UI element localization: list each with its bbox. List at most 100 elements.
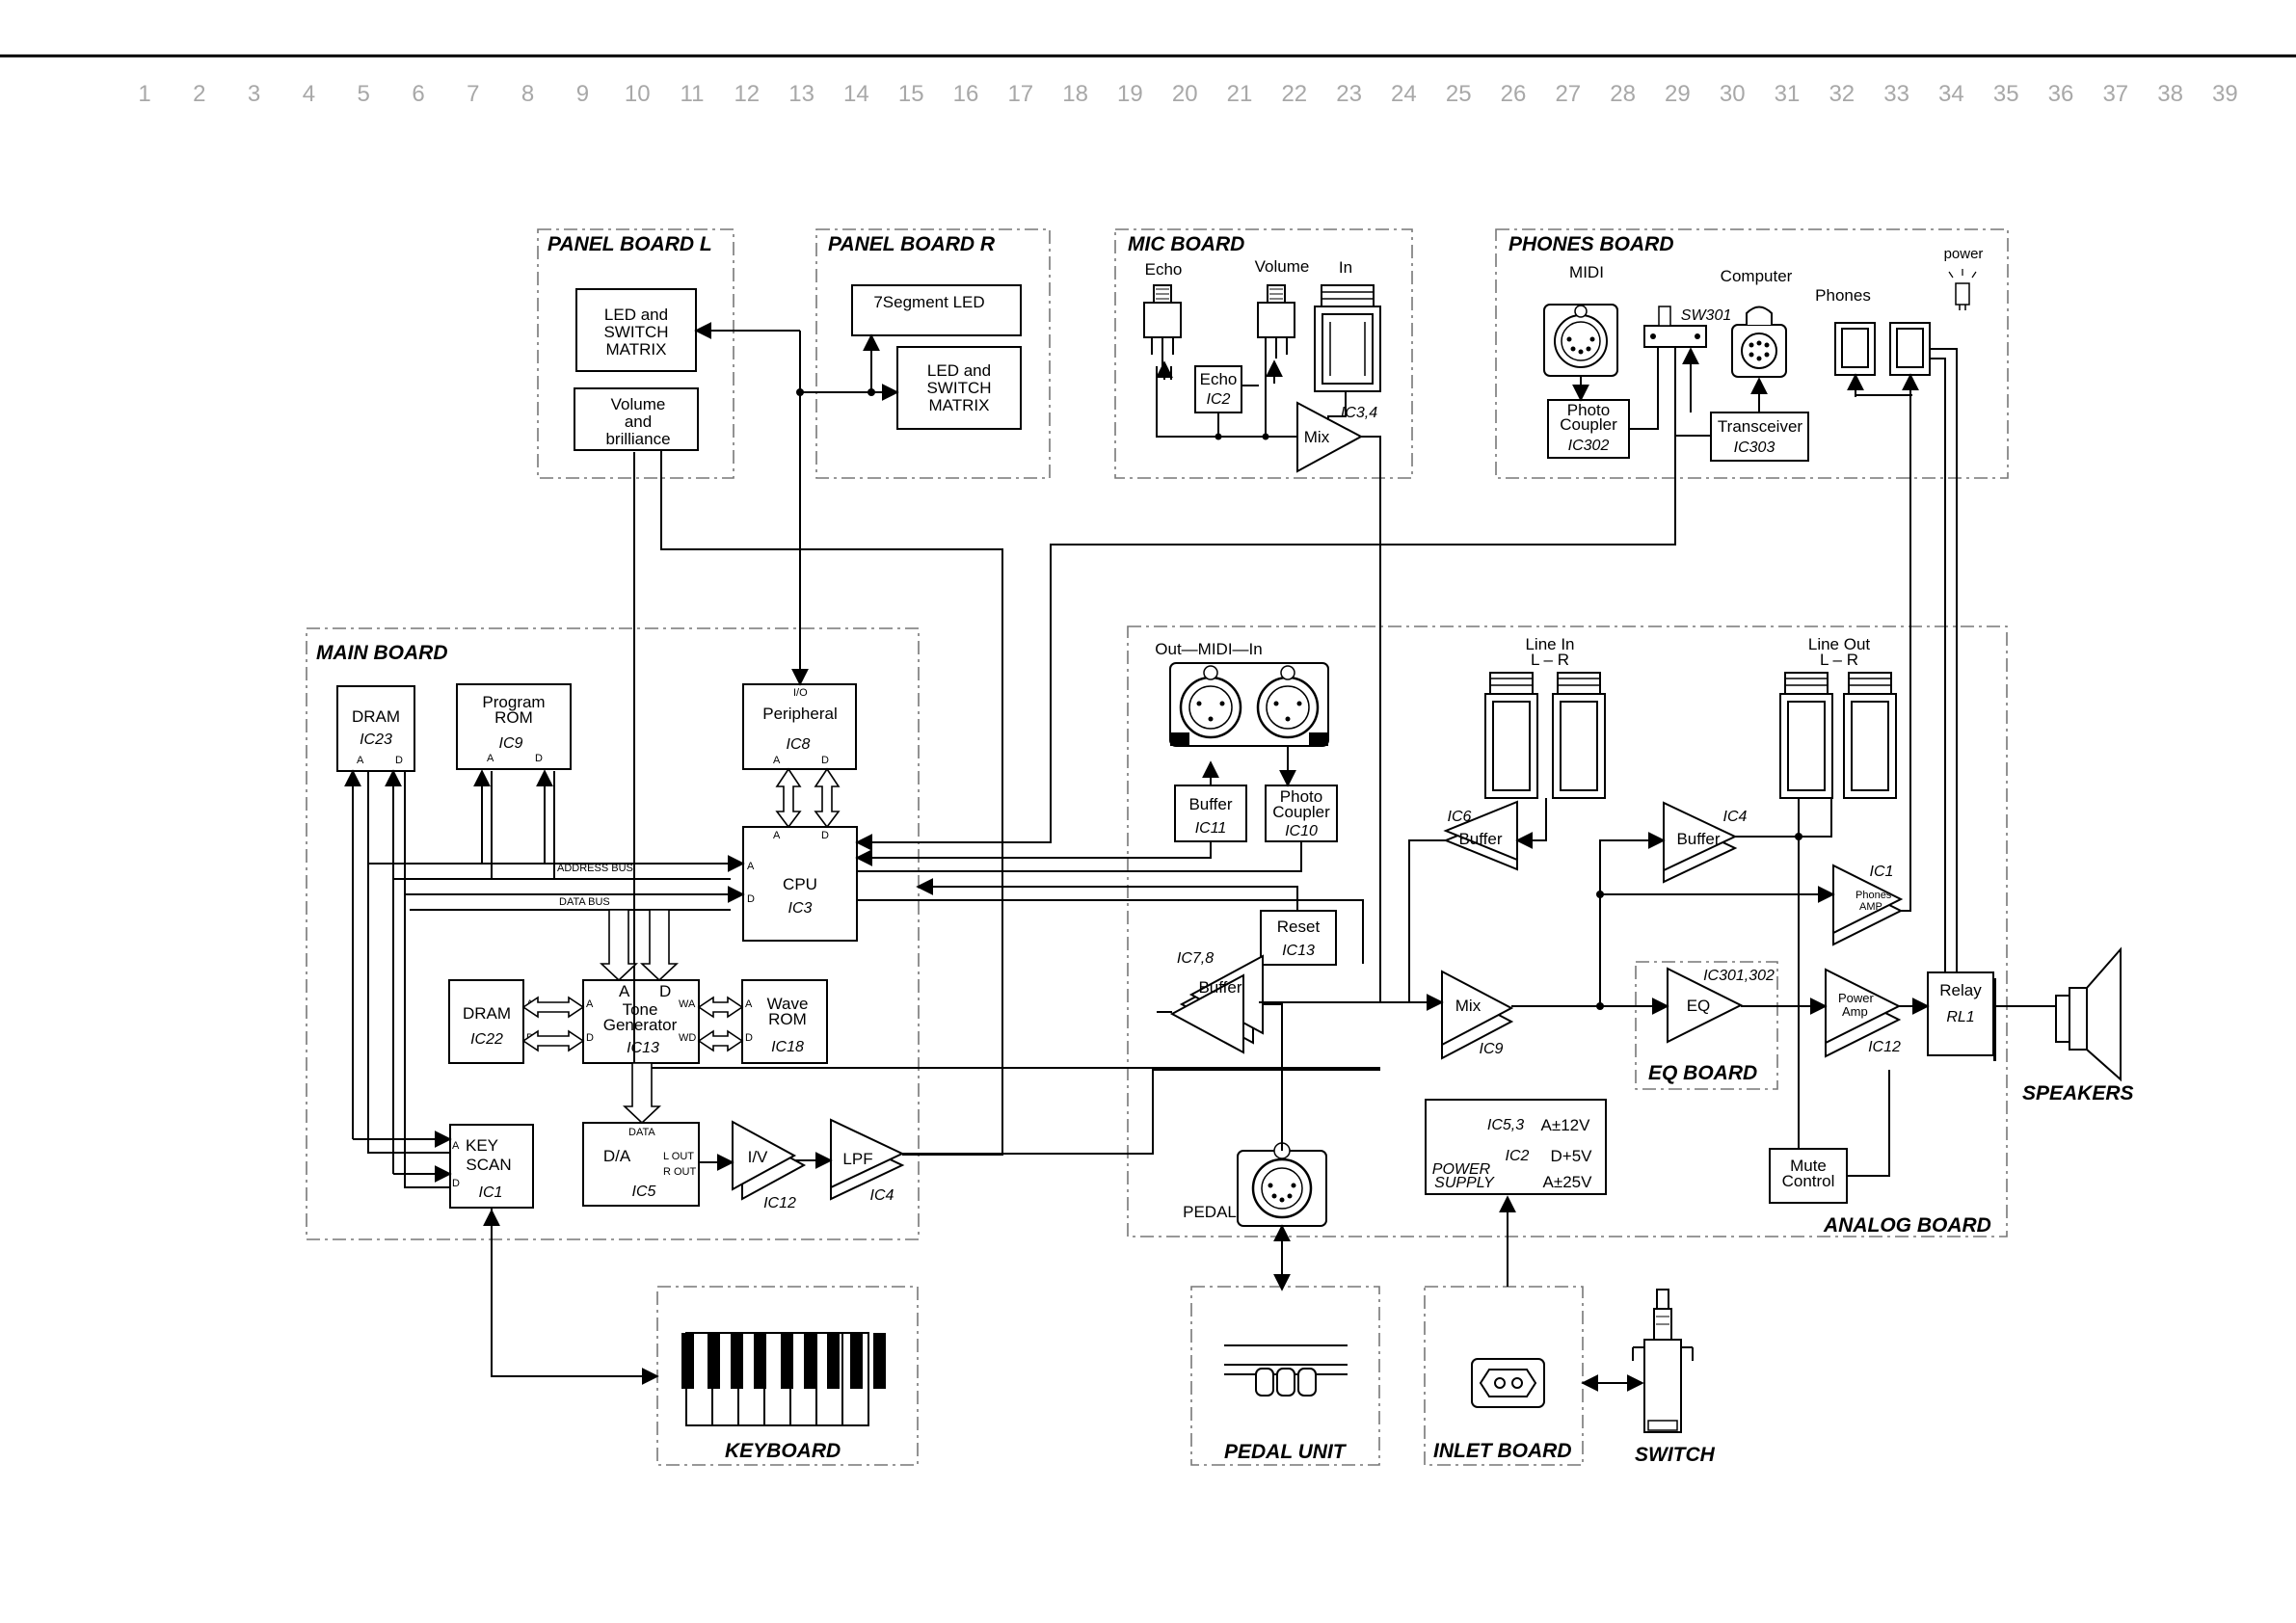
buffer-ic11 (1174, 785, 1247, 842)
column-number: 14 (843, 81, 869, 107)
black-key (754, 1333, 766, 1389)
column-number: 6 (412, 81, 424, 107)
power-label: power (1944, 246, 1984, 262)
key-line2: SCAN (466, 1156, 511, 1174)
midi-out-in-label: Out—MIDI—In (1155, 640, 1262, 658)
buffer78-label: Buffer (1198, 978, 1241, 997)
panel-board-l-outline (537, 228, 734, 479)
black-key (873, 1333, 886, 1389)
wave-ic: IC18 (771, 1039, 804, 1055)
keyboard-keys-icon (681, 1332, 886, 1426)
switch-title: SWITCH (1635, 1444, 1716, 1466)
column-number: 34 (1938, 81, 1964, 107)
black-key (827, 1333, 840, 1389)
keyboard-title: KEYBOARD (725, 1440, 841, 1462)
led-matrix-l-line3: MATRIX (606, 340, 667, 359)
column-number: 38 (2157, 81, 2183, 107)
column-number: 37 (2102, 81, 2128, 107)
phones-label: Phones (1815, 286, 1871, 305)
data-bus-label: DATA BUS (559, 896, 610, 908)
mic-mix-label: Mix (1304, 428, 1330, 446)
buffer78-ic: IC7,8 (1177, 950, 1214, 967)
phones-amp-line1: Phones (1855, 890, 1892, 901)
column-number: 9 (576, 81, 589, 107)
dram2-ic: IC22 (470, 1031, 503, 1048)
computer-port-icon (1731, 306, 1787, 378)
tone-pin-wd: WD (679, 1032, 696, 1044)
phones-amp-ic1 (1832, 864, 1904, 946)
tone-line1: Tone (623, 1000, 658, 1019)
periph-label: Peripheral (762, 705, 838, 723)
da-ic: IC5 (632, 1184, 656, 1200)
wave-line2: ROM (768, 1010, 807, 1028)
column-number: 17 (1007, 81, 1033, 107)
power-amp-line1: Power (1838, 991, 1875, 1005)
eq-board-outline (1635, 961, 1778, 1090)
line-in-label: Line In (1525, 635, 1574, 653)
phones-computer-label: Computer (1721, 267, 1793, 285)
wave-line1: Wave (767, 995, 809, 1013)
column-number: 27 (1555, 81, 1581, 107)
line-out-jacks-icon (1779, 672, 1897, 799)
tone-generator-ic13 (582, 979, 700, 1064)
column-number: 13 (788, 81, 814, 107)
column-number: 25 (1446, 81, 1472, 107)
column-number: 28 (1610, 81, 1636, 107)
eq-label: EQ (1687, 997, 1711, 1015)
ps-v3: A±25V (1543, 1173, 1593, 1191)
column-number: 12 (734, 81, 760, 107)
signal-wires (344, 322, 2056, 1188)
tone-pin-wa: WA (679, 998, 696, 1010)
tone-pin-a: A (619, 982, 630, 1000)
buffer6-label: Buffer (1458, 830, 1502, 848)
echo-ic-label: IC2 (1207, 391, 1231, 408)
volume-line3: brilliance (605, 430, 670, 448)
mic-echo-label: Echo (1145, 260, 1183, 279)
column-number: 18 (1062, 81, 1088, 107)
tone-pin-a-left: A (586, 998, 594, 1010)
ps-title-line2: SUPPLY (1434, 1175, 1495, 1191)
lpf-ic: IC4 (870, 1187, 894, 1204)
ps-v2: D+5V (1551, 1147, 1593, 1165)
column-number: 21 (1227, 81, 1253, 107)
column-number: 15 (898, 81, 924, 107)
mic-volume-label: Volume (1255, 257, 1310, 276)
mic-board-title: MIC BOARD (1128, 233, 1244, 255)
midi-out-in-sockets-icon (1169, 662, 1329, 747)
program-rom-ic9 (456, 683, 572, 770)
column-number: 16 (953, 81, 979, 107)
power-amp-line2: Amp (1842, 1004, 1868, 1019)
sw301-switch-icon: SW301 (1643, 306, 1731, 348)
column-number: 29 (1665, 81, 1691, 107)
key-ic: IC1 (479, 1184, 503, 1201)
mic-in-label: In (1339, 258, 1352, 277)
prom-ic: IC9 (499, 735, 523, 752)
ps-ic2: IC2 (1506, 1148, 1530, 1164)
eq-board-title: EQ BOARD (1648, 1062, 1757, 1084)
key-pin-d: D (452, 1178, 460, 1189)
black-key (681, 1333, 694, 1389)
column-number: 1 (138, 81, 150, 107)
volume-line1: Volume (611, 395, 666, 413)
midi-din-socket-icon (1543, 304, 1618, 377)
column-number: 8 (521, 81, 534, 107)
power-led-icon (1948, 269, 1977, 310)
periph-ic: IC8 (787, 736, 811, 753)
line-out-lr: L – R (1820, 651, 1858, 669)
column-number: 20 (1172, 81, 1198, 107)
dram2-label: DRAM (463, 1004, 511, 1023)
power-amp-ic12 (1825, 968, 1902, 1058)
panel-board-r-outline (815, 228, 1051, 479)
column-number: 3 (248, 81, 260, 107)
line-out-label: Line Out (1808, 635, 1871, 653)
photo10-line2: Coupler (1272, 803, 1330, 821)
mix9-label: Mix (1455, 997, 1482, 1015)
black-key (731, 1333, 743, 1389)
cpu-pin-a-top: A (773, 830, 781, 841)
pedal-label: PEDAL (1183, 1203, 1237, 1221)
phones-board-title: PHONES BOARD (1508, 233, 1674, 255)
analog-board-outline (1127, 625, 2008, 1237)
line-in-jacks-icon (1484, 672, 1606, 799)
periph-pin-a: A (773, 755, 781, 766)
